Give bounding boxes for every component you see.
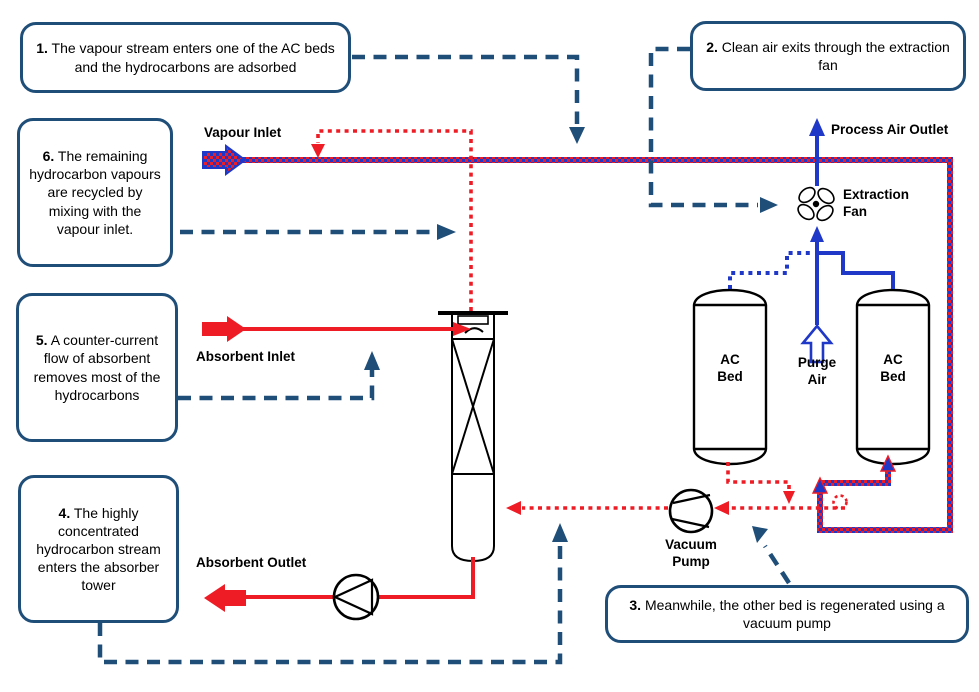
process-air-arrowhead — [809, 118, 825, 136]
callout-6-number: 6. — [42, 148, 55, 165]
extraction-fan-icon — [797, 186, 835, 222]
connector5-arrowhead — [364, 351, 380, 370]
tower-inlet-arrowhead — [453, 322, 471, 336]
flow-arrow-up — [811, 476, 829, 494]
ac-bed-left — [692, 288, 768, 466]
absorbent-lines — [202, 316, 475, 612]
callout-step-3: 3. Meanwhile, the other bed is regenerat… — [605, 585, 969, 643]
vapour-inlet-label: Vapour Inlet — [204, 125, 282, 140]
callout-step-1: 1. The vapour stream enters one of the A… — [20, 22, 351, 93]
absorbent-inlet-arrow — [202, 316, 246, 342]
air-lines — [728, 118, 895, 364]
callout-6-text: The remaining hydrocarbon vapours are re… — [29, 148, 161, 237]
absorbent-pump-icon — [332, 573, 380, 621]
vapour-main-line — [202, 144, 953, 533]
callout-step-4: 4. The highly concentrated hydrocarbon s… — [18, 475, 179, 623]
callout-5-text: A counter-current flow of absorbent remo… — [33, 332, 161, 403]
purge-air-arrow — [800, 323, 834, 364]
connector3-arrowhead — [752, 526, 768, 543]
ac-bed-left-label: AC Bed — [717, 352, 743, 384]
pump-inlet-arrowhead — [714, 501, 729, 515]
vapour-inlet-arrow — [202, 144, 247, 176]
connector6-arrowhead — [437, 224, 456, 240]
fan-intake-arrowhead — [810, 226, 824, 242]
absorbent-outlet-arrow — [204, 584, 246, 612]
callout-1-text: The vapour stream enters one of the AC b… — [51, 40, 335, 75]
regeneration-line — [506, 462, 848, 515]
line-crossing-loop — [832, 494, 848, 510]
ac-bed-right-label: AC Bed — [880, 352, 906, 384]
absorbent-inlet-label: Absorbent Inlet — [196, 349, 296, 364]
extraction-fan-label: Extraction Fan — [843, 187, 910, 219]
ac-bed-right — [855, 288, 931, 466]
distributor — [457, 315, 489, 325]
callout-3-number: 3. — [629, 596, 642, 613]
connector2-arrowhead — [760, 197, 778, 213]
tower-feed-arrowhead — [506, 501, 521, 515]
spray-nozzle — [464, 327, 484, 334]
process-air-outlet-label: Process Air Outlet — [831, 122, 949, 137]
callout-connectors — [97, 46, 791, 665]
purge-air-label: Purge Air — [797, 355, 837, 387]
callout-step-2: 2. Clean air exits through the extractio… — [690, 21, 966, 91]
callout-4-number: 4. — [58, 504, 71, 521]
absorbent-outlet-label: Absorbent Outlet — [196, 555, 307, 570]
connector1-arrowhead — [569, 127, 585, 144]
connector4-arrowhead — [552, 523, 568, 542]
bed-inlet-arrow — [879, 454, 897, 472]
recycle-line-top — [311, 129, 473, 311]
down-arrowhead — [783, 491, 795, 504]
vacuum-pump-label: Vacuum Pump — [665, 537, 717, 569]
callout-5-number: 5. — [35, 332, 48, 349]
callout-step-6: 6. The remaining hydrocarbon vapours are… — [17, 118, 173, 267]
absorber-tower — [438, 311, 508, 563]
callout-2-text: Clean air exits through the extraction f… — [721, 38, 950, 73]
vacuum-pump-icon — [668, 488, 714, 534]
callout-step-5: 5. A counter-current flow of absorbent r… — [16, 293, 178, 442]
callout-3-text: Meanwhile, the other bed is regenerated … — [644, 596, 945, 631]
callout-4-text: The highly concentrated hydrocarbon stre… — [36, 504, 161, 594]
callout-2-number: 2. — [706, 38, 718, 55]
callout-1-number: 1. — [36, 40, 48, 57]
recycle-join-arrowhead — [311, 144, 325, 158]
